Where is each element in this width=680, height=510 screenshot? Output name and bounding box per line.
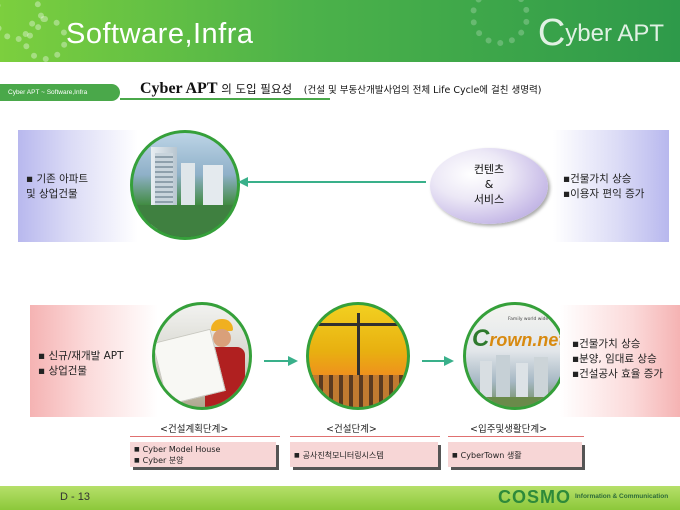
panel-text-line: 및 상업건물 <box>26 188 78 200</box>
stage-label-planning: <건설계획단계> <box>160 424 229 435</box>
existing-buildings-panel: ▪ 기존 아파트 및 상업건물 <box>18 130 138 242</box>
slide-header: Software,Infra Cyber APT <box>0 0 680 62</box>
gear-decoration-icon <box>22 16 68 62</box>
slide-footer: D - 13 COSMO Information & Communication <box>0 486 680 510</box>
list-item-text: 공사진척모니터링시스템 <box>302 451 384 460</box>
oval-line: & <box>484 178 494 191</box>
top-benefits-panel: ▪건물가치 상승 ▪이용자 편익 증가 <box>553 130 669 242</box>
list-item: ■CyberTown 생활 <box>452 451 522 460</box>
brand-rest: yber APT <box>565 20 664 47</box>
flow-arrow-line <box>246 181 426 183</box>
oval-line: 컨텐츠 <box>473 163 505 176</box>
benefit-line: ▪건설공사 효율 증가 <box>572 368 664 380</box>
benefit-line: ▪분양, 임대료 상승 <box>572 353 657 365</box>
crown-logo-text: rown.net <box>489 330 565 350</box>
stage-box-planning: ■Cyber Model House ■Cyber 분양 <box>130 442 276 467</box>
page-number: D - 13 <box>60 491 90 503</box>
arrow-right-icon <box>288 356 298 366</box>
page-heading: Cyber APT 의 도입 필요성 (건설 및 부동산개발사업의 전체 Lif… <box>140 80 541 98</box>
list-item-text: CyberTown 생활 <box>460 451 522 460</box>
stage-divider <box>290 436 440 437</box>
panel-text-line: ▪ 신규/재개발 APT <box>38 350 124 362</box>
arrow-right-icon <box>444 356 454 366</box>
stage-box-living: ■CyberTown 생활 <box>448 442 582 467</box>
arrow-left-icon <box>238 177 248 187</box>
crown-logo-caption: Family world wide web <box>508 317 560 322</box>
new-buildings-panel: ▪ 신규/재개발 APT ▪ 상업건물 <box>30 305 158 417</box>
stage-box-construction: ■공사진척모니터링시스템 <box>290 442 438 467</box>
slide-title: Software,Infra <box>66 18 254 50</box>
flow-arrow-line <box>264 360 288 362</box>
bottom-benefits-panel: ▪건물가치 상승 ▪분양, 임대료 상승 ▪건설공사 효율 증가 <box>560 305 680 417</box>
cosmo-logo: COSMO <box>498 487 572 507</box>
stage-label-construction: <건설단계> <box>326 424 377 435</box>
brand-initial: C <box>537 12 566 54</box>
crown-logo: Crown.net <box>472 325 565 352</box>
benefit-line: ▪건물가치 상승 <box>563 173 632 185</box>
stage-divider <box>448 436 584 437</box>
stage-label-living: <입주및생활단계> <box>470 424 548 435</box>
list-item: ■공사진척모니터링시스템 <box>294 451 384 460</box>
list-item: ■Cyber 분양 <box>134 456 184 465</box>
oval-line: 서비스 <box>473 193 505 206</box>
benefit-line: ▪이용자 편익 증가 <box>563 188 645 200</box>
heading-brand: Cyber APT <box>140 80 218 97</box>
list-item-text: Cyber Model House <box>142 445 221 454</box>
planning-worker-photo <box>152 302 252 410</box>
list-item: ■Cyber Model House <box>134 445 221 454</box>
section-tag: Cyber APT ~ Software,Infra <box>0 84 120 101</box>
panel-text-line: ▪ 상업건물 <box>38 365 88 377</box>
gear-decoration-icon <box>470 0 530 46</box>
crown-logo-initial: C <box>472 325 490 352</box>
content-service-oval: 컨텐츠 & 서비스 <box>430 148 548 224</box>
heading-parenthetical: (건설 및 부동산개발사업의 전체 Life Cycle에 걸친 생명력) <box>303 85 542 96</box>
cybertown-photo: Crown.net Family world wide web <box>463 302 567 410</box>
cosmo-logo-subtitle: Information & Communication <box>575 493 669 500</box>
apartment-photo <box>130 130 240 240</box>
benefit-line: ▪건물가치 상승 <box>572 338 641 350</box>
list-item-text: Cyber 분양 <box>142 456 184 465</box>
panel-text-line: ▪ 기존 아파트 <box>26 173 89 185</box>
heading-korean: 의 도입 필요성 <box>221 82 293 96</box>
brand-watermark: Cyber APT <box>538 12 664 55</box>
flow-arrow-line <box>422 360 444 362</box>
construction-crane-photo <box>306 302 410 410</box>
stage-divider <box>130 436 280 437</box>
section-underline <box>120 98 330 100</box>
